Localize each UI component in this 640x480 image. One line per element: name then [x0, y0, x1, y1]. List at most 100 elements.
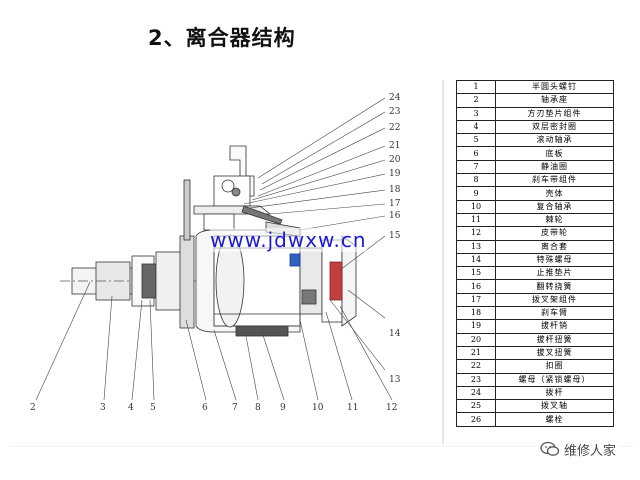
- part-number-cell: 13: [456, 239, 496, 254]
- callout-number: 15: [389, 231, 401, 241]
- callout-number: 22: [389, 123, 400, 133]
- part-number-cell: 19: [456, 319, 496, 334]
- callout-number: 11: [347, 403, 358, 413]
- part-name-cell: 半圆头螺钉: [495, 79, 614, 95]
- part-name-cell: 刹车臂: [495, 306, 614, 321]
- callout-number: 10: [312, 403, 324, 413]
- callout-number: 3: [100, 403, 106, 413]
- watermark-url: www.jdwxw.cn: [210, 228, 367, 252]
- callout-number: 21: [389, 141, 400, 151]
- part-number-cell: 3: [456, 106, 496, 121]
- callout-number: 14: [389, 329, 401, 339]
- part-name-cell: 壳体: [495, 186, 614, 201]
- callout-number: 20: [389, 155, 401, 165]
- part-number-cell: 15: [456, 266, 496, 281]
- part-number-cell: 23: [456, 372, 496, 387]
- callout-number: 7: [232, 403, 238, 413]
- part-name-cell: 拔叉扭簧: [495, 345, 614, 361]
- part-name-cell: 滚动轴承: [495, 133, 614, 148]
- part-number-cell: 12: [456, 226, 496, 241]
- callout-number: 4: [128, 403, 134, 413]
- part-name-cell: 复合轴承: [495, 199, 614, 214]
- part-number-cell: 1: [456, 79, 496, 95]
- part-name-cell: 拨杆: [495, 385, 614, 401]
- callout-number: 5: [150, 403, 156, 413]
- callout-number: 9: [280, 403, 286, 413]
- part-number-cell: 2: [456, 93, 496, 108]
- part-name-cell: 拔杆扭簧: [495, 332, 614, 347]
- part-number-cell: 5: [456, 133, 496, 148]
- part-number-cell: 11: [456, 212, 496, 228]
- part-number-cell: 9: [456, 186, 496, 201]
- part-number-cell: 24: [456, 385, 496, 401]
- callout-number: 6: [202, 403, 208, 413]
- callout-numbers-top: 24 23 22 21 20 19 18 17 16 15 14 13: [389, 93, 401, 385]
- part-number-cell: 17: [456, 292, 496, 308]
- source-badge: 维修人家: [536, 438, 621, 460]
- part-number-cell: 8: [456, 173, 496, 188]
- callout-number: 23: [389, 107, 401, 117]
- part-number-cell: 25: [456, 399, 496, 414]
- part-name-cell: 双层密封圈: [495, 119, 614, 135]
- part-number-cell: 22: [456, 359, 496, 374]
- part-name-cell: 方刃垫片组件: [495, 106, 614, 121]
- callout-number: 18: [389, 185, 401, 195]
- part-name-cell: 静油圈: [495, 159, 614, 175]
- part-name-cell: 特殊螺母: [495, 252, 614, 268]
- part-name-cell: 轴承座: [495, 93, 614, 108]
- part-name-cell: 拔杆销: [495, 319, 614, 334]
- callout-number: 17: [389, 199, 401, 209]
- part-number-cell: 7: [456, 159, 496, 175]
- part-number-cell: 10: [456, 199, 496, 214]
- part-name-cell: 拨叉轴: [495, 399, 614, 414]
- source-badge-label: 维修人家: [564, 443, 617, 459]
- part-name-cell: 扣圈: [495, 359, 614, 374]
- callout-number: 13: [389, 375, 401, 385]
- callout-numbers-bottom: 2 3 4 5 6 7 8 9 10 11 12: [30, 403, 397, 413]
- part-name-cell: 皮带轮: [495, 226, 614, 241]
- callout-number: 16: [389, 211, 401, 221]
- part-number-cell: 4: [456, 119, 496, 135]
- part-number-cell: 18: [456, 306, 496, 321]
- brake-band: [235, 325, 289, 337]
- part-name-cell: 刹车带组件: [495, 173, 614, 188]
- part-name-cell: 离合套: [495, 239, 614, 254]
- part-name-cell: 底板: [495, 146, 614, 161]
- base-plate: [179, 235, 195, 329]
- page-title: 2、离合器结构: [148, 26, 296, 50]
- part-name-cell: 棘轮: [495, 212, 614, 228]
- part-number-cell: 6: [456, 146, 496, 161]
- part-name-cell: 螺栓: [495, 412, 614, 427]
- callout-number: 19: [389, 169, 401, 179]
- part-number-cell: 20: [456, 332, 496, 347]
- wechat-icon: [540, 441, 560, 456]
- callout-number: 12: [386, 403, 397, 413]
- part-name-cell: 拨叉架组件: [495, 292, 614, 308]
